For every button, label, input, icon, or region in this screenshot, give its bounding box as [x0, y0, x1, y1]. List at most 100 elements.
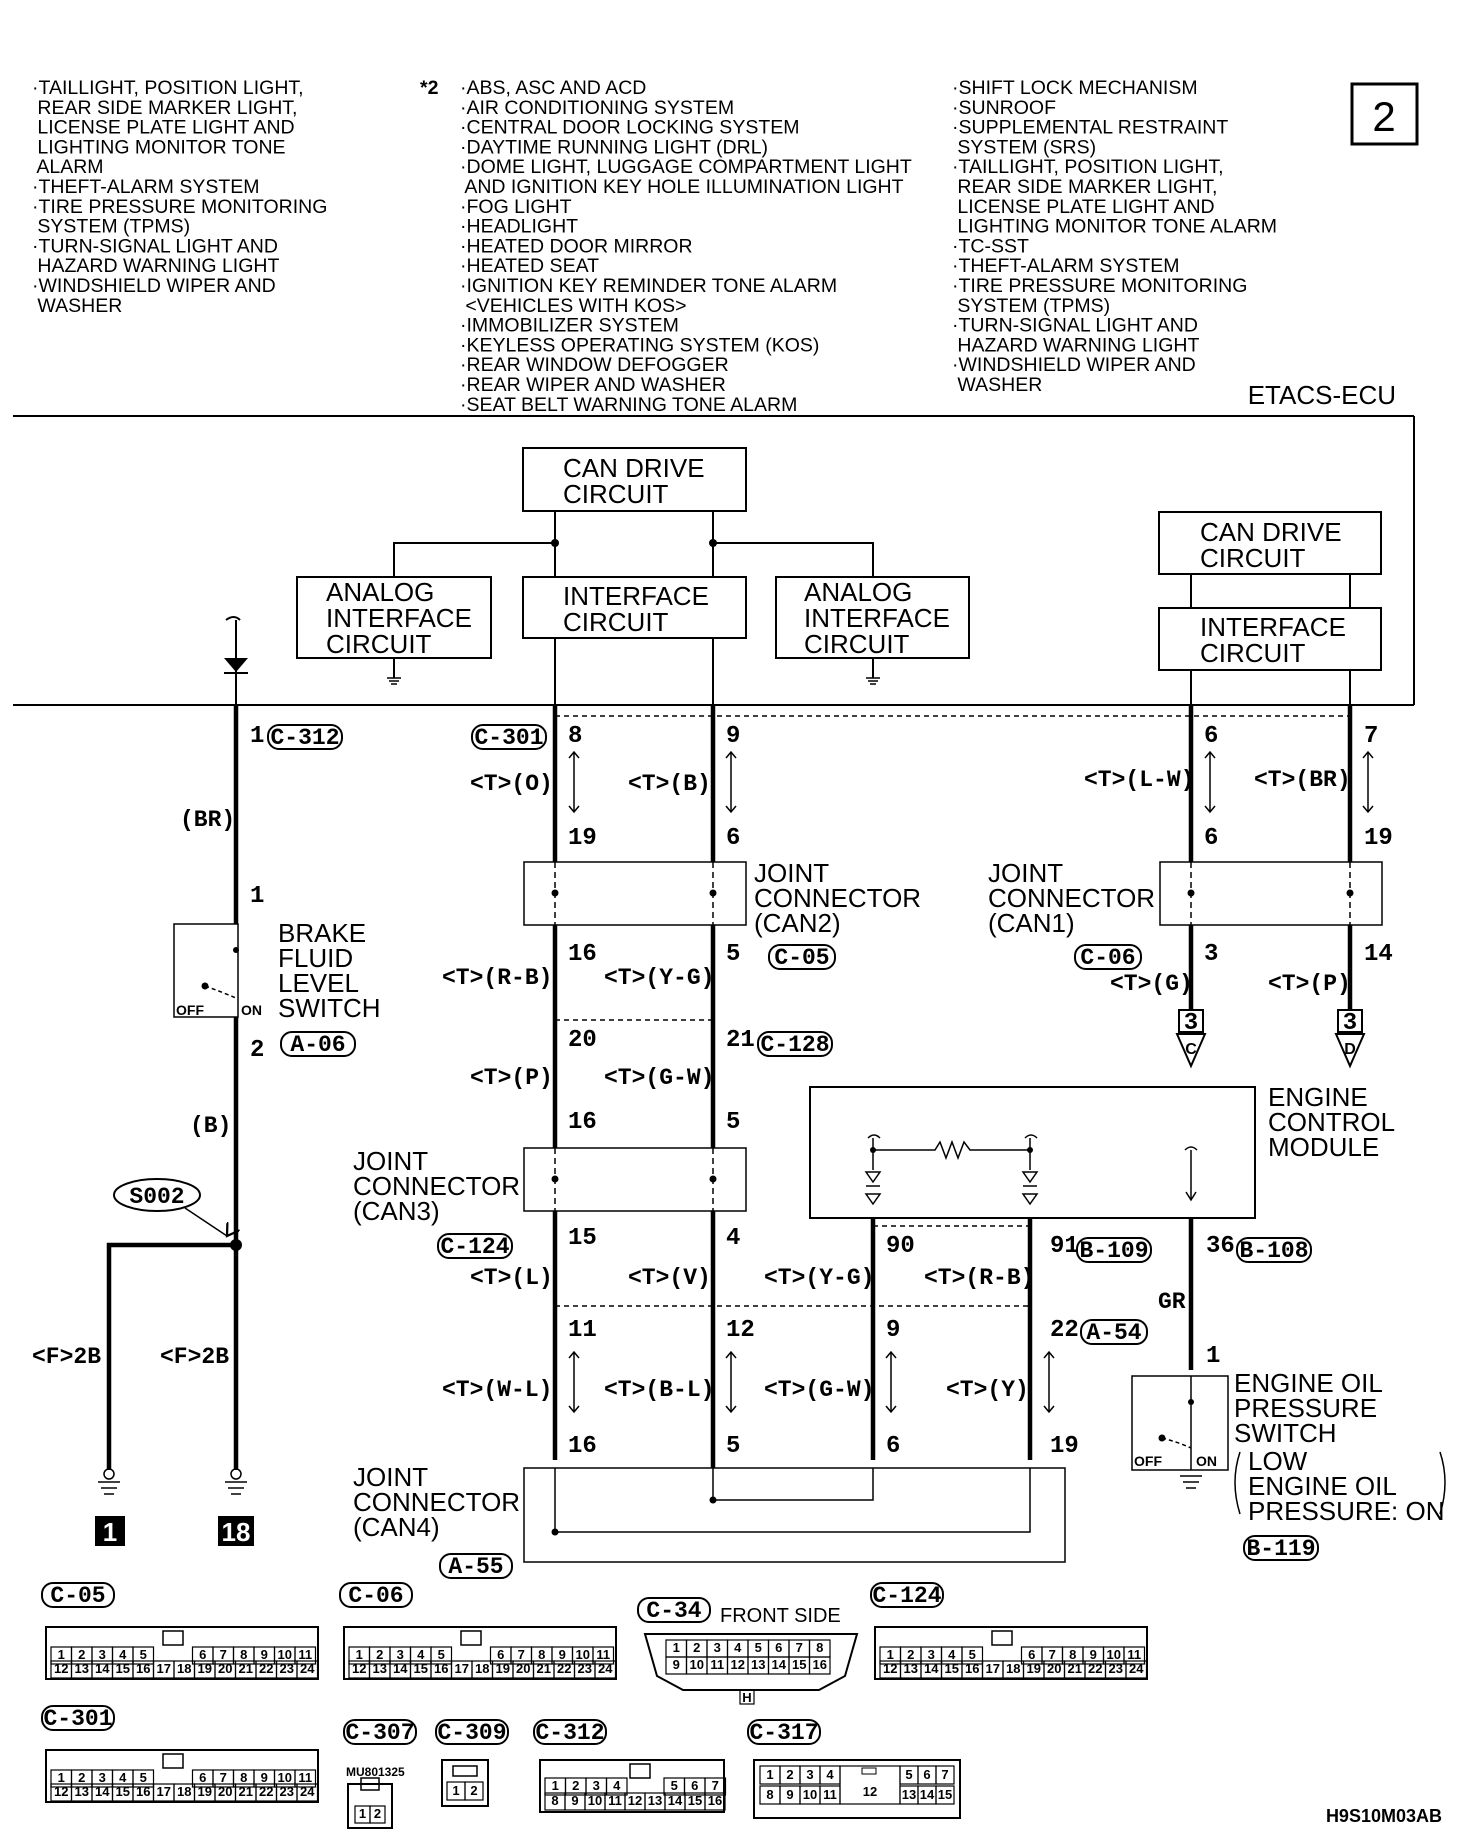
svg-text:·SHIFT LOCK MECHANISM·SUNROOF·: ·SHIFT LOCK MECHANISM·SUNROOF·SUPPLEMENT… [952, 77, 1277, 396]
pin-number: 7 [941, 1767, 948, 1782]
pin-number: 13 [373, 1661, 387, 1676]
pin-number: 23 [280, 1661, 294, 1676]
c34-caption: FRONT SIDE [720, 1605, 841, 1627]
connector-tag-label: C-05 [50, 1583, 105, 1609]
header-line: ·TC-SST [952, 235, 1029, 257]
pin-number: 20 [1047, 1661, 1061, 1676]
svg-text:91: 91 [1050, 1233, 1079, 1260]
pin-number: 24 [598, 1661, 613, 1676]
svg-text:ON: ON [241, 1002, 262, 1018]
header-line: ·REAR WIPER AND WASHER [460, 374, 726, 396]
svg-text:<T>(L): <T>(L) [470, 1265, 553, 1291]
svg-text:<T>(W-L): <T>(W-L) [442, 1377, 552, 1403]
pin-number: 14 [95, 1784, 110, 1799]
svg-text:<T>(B): <T>(B) [628, 771, 711, 797]
svg-text:14: 14 [1364, 941, 1393, 968]
svg-text:(CAN1): (CAN1) [988, 908, 1075, 938]
header-line: LIGHTING MONITOR TONE [32, 136, 286, 158]
svg-text:INTERFACE: INTERFACE [563, 581, 709, 611]
connector-cell [961, 1646, 984, 1665]
svg-text:90: 90 [886, 1233, 915, 1260]
c34-key: H [742, 1690, 751, 1705]
svg-text:A-54: A-54 [1086, 1320, 1141, 1346]
connector-tag-label: C-307 [345, 1720, 414, 1746]
header-line: ·SHIFT LOCK MECHANISM [952, 77, 1198, 99]
page-number-box: 2 [1350, 82, 1419, 146]
pin-number: 6 [923, 1767, 930, 1782]
svg-text:<T>(Y): <T>(Y) [946, 1377, 1029, 1403]
pin-number: 1 [887, 1647, 894, 1662]
pin-number: 15 [116, 1661, 130, 1676]
svg-text:PRESSURE: PRESSURE [1234, 1393, 1377, 1423]
svg-text:C-05: C-05 [774, 945, 829, 971]
svg-text:CIRCUIT: CIRCUIT [326, 629, 432, 659]
svg-text:9: 9 [886, 1317, 900, 1344]
svg-text:(CAN4): (CAN4) [353, 1512, 440, 1542]
offpage-ref-d: 3 D [1334, 1009, 1366, 1069]
pin-number: 6 [691, 1778, 698, 1793]
pin-number: 11 [710, 1657, 724, 1672]
svg-text:1: 1 [250, 883, 264, 910]
pin-number: 3 [99, 1770, 106, 1785]
pin-labels: 8 9 6 7 19 6 6 19 16 5 3 14 20 21 16 5 1… [568, 723, 1393, 1460]
pin-number: 8 [538, 1647, 545, 1662]
pin-number: 19 [198, 1784, 212, 1799]
connector-tag [747, 1719, 821, 1745]
interface-circuit-1: INTERFACE CIRCUIT [522, 576, 747, 639]
pin-number: 23 [280, 1784, 294, 1799]
pin-number: 3 [806, 1767, 813, 1782]
pin-number: 19 [1027, 1661, 1041, 1676]
svg-text:C-124: C-124 [440, 1234, 509, 1260]
header-line: ·SUNROOF [952, 97, 1056, 119]
pin-number: 2 [470, 1783, 477, 1798]
pin-number: 2 [376, 1647, 383, 1662]
pin-number: 21 [239, 1661, 253, 1676]
pin-number: 1 [58, 1647, 65, 1662]
svg-text:1: 1 [103, 1517, 117, 1547]
svg-text:CIRCUIT: CIRCUIT [804, 629, 910, 659]
svg-text:20: 20 [568, 1027, 597, 1054]
pin-number: 11 [608, 1793, 622, 1808]
pin-number: 1 [552, 1778, 559, 1793]
pin-number: 5 [671, 1778, 678, 1793]
connector-tag-label: C-317 [749, 1720, 818, 1746]
svg-text:C-301: C-301 [474, 725, 543, 751]
svg-text:OFF: OFF [176, 1002, 204, 1018]
header-line: ·TURN-SIGNAL LIGHT AND [952, 315, 1198, 337]
header-line: ·CENTRAL DOOR LOCKING SYSTEM [460, 117, 800, 139]
pin-number: 13 [751, 1657, 765, 1672]
pin-number: 2 [907, 1647, 914, 1662]
pin-number: 1 [766, 1767, 773, 1782]
svg-text:ENGINE OIL: ENGINE OIL [1234, 1368, 1383, 1398]
pin-number: 17 [455, 1661, 469, 1676]
diode-icon [224, 658, 248, 674]
header-line: ·TURN-SIGNAL LIGHT AND [32, 235, 278, 257]
svg-text:·ABS, ASC AND ACD·AIR CONDITIO: ·ABS, ASC AND ACD·AIR CONDITIONING SYSTE… [460, 77, 912, 416]
svg-text:6: 6 [886, 1433, 900, 1460]
pin-number: 2 [78, 1647, 85, 1662]
pin-number: 7 [1049, 1647, 1056, 1662]
svg-text:C: C [1185, 1041, 1197, 1058]
svg-text:CAN DRIVE: CAN DRIVE [563, 453, 705, 483]
pin-number: 4 [417, 1647, 425, 1662]
pin-number: 12 [731, 1657, 745, 1672]
pin-number: 10 [1107, 1647, 1121, 1662]
svg-text:ON: ON [1196, 1453, 1217, 1469]
svg-text:(BR): (BR) [180, 807, 235, 833]
svg-text:6: 6 [1204, 825, 1218, 852]
connector-cell [704, 1777, 727, 1796]
svg-text:CONTROL: CONTROL [1268, 1107, 1395, 1137]
pin-number: 12 [628, 1793, 642, 1808]
pin-number: 17 [157, 1784, 171, 1799]
header-line: ·REAR WINDOW DEFOGGER [460, 354, 729, 376]
connector-tag-label: C-34 [646, 1598, 701, 1624]
svg-text:11: 11 [568, 1317, 597, 1344]
header-line: HAZARD WARNING LIGHT [32, 255, 279, 277]
connector-cell [592, 1646, 615, 1665]
svg-text:CIRCUIT: CIRCUIT [1200, 638, 1306, 668]
header-line: REAR SIDE MARKER LIGHT, [32, 97, 297, 119]
pin-number: 9 [673, 1657, 680, 1672]
pin-number: 4 [119, 1770, 127, 1785]
svg-text:LEVEL: LEVEL [278, 968, 359, 998]
header-line: SYSTEM (TPMS) [952, 295, 1110, 317]
